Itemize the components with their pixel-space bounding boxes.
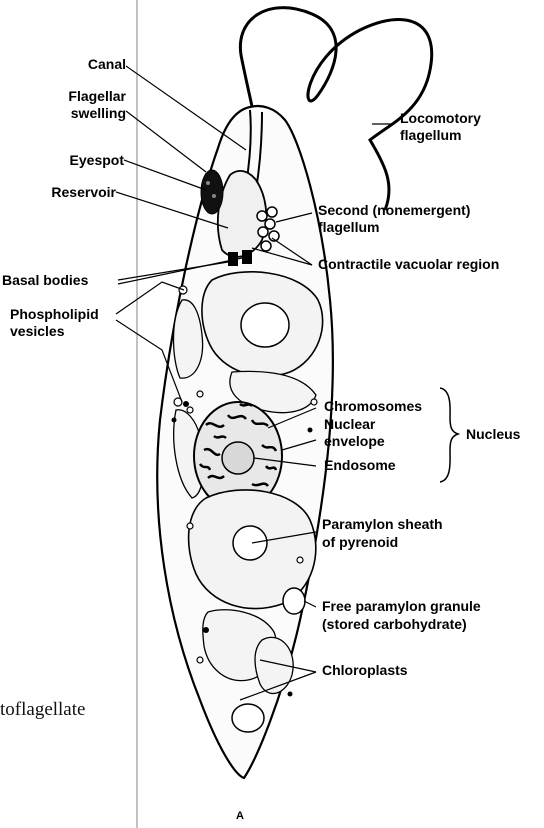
cut-off-caption: toflagellate <box>0 699 85 721</box>
label-locomotory-1: Locomotory <box>400 110 481 127</box>
label-phospholipid-1: Phospholipid <box>10 306 99 323</box>
pyrenoid-sheath <box>241 303 289 347</box>
label-basal-bodies: Basal bodies <box>2 272 88 289</box>
paramylon-granule <box>283 588 305 614</box>
label-panel-a: A <box>236 808 244 825</box>
basal-body <box>242 250 252 264</box>
eyespot-granule <box>206 181 210 185</box>
label-second-flagellum-1: Second (nonemergent) <box>318 202 470 219</box>
label-eyespot: Eyespot <box>20 152 124 169</box>
label-second-flagellum-2: flagellum <box>318 219 379 236</box>
label-paramylon-sheath-1: Paramylon sheath <box>322 516 443 533</box>
label-endosome: Endosome <box>324 457 396 474</box>
label-flagellar-swelling-1: Flagellar <box>20 88 126 105</box>
label-paramylon-sheath-2: of pyrenoid <box>322 534 398 551</box>
label-nuclear-envelope-1: Nuclear <box>324 416 375 433</box>
nucleus-brace <box>440 388 458 482</box>
label-flagellar-swelling-2: swelling <box>20 105 126 122</box>
label-chromosomes: Chromosomes <box>324 398 422 415</box>
label-free-paramylon-2: (stored carbohydrate) <box>322 616 467 633</box>
label-canal: Canal <box>40 56 126 73</box>
label-nucleus: Nucleus <box>466 426 520 443</box>
endosome <box>222 442 254 474</box>
label-free-paramylon-1: Free paramylon granule <box>322 598 481 615</box>
label-nuclear-envelope-2: envelope <box>324 433 385 450</box>
label-reservoir: Reservoir <box>20 184 116 201</box>
label-chloroplasts: Chloroplasts <box>322 662 408 679</box>
label-locomotory-2: flagellum <box>400 127 461 144</box>
eyespot-granule <box>212 194 216 198</box>
pyrenoid-sheath <box>233 526 267 560</box>
label-phospholipid-2: vesicles <box>10 323 65 340</box>
eyespot <box>201 170 223 214</box>
label-contractile-vacuolar: Contractile vacuolar region <box>318 256 499 273</box>
paramylon-granule <box>232 704 264 732</box>
